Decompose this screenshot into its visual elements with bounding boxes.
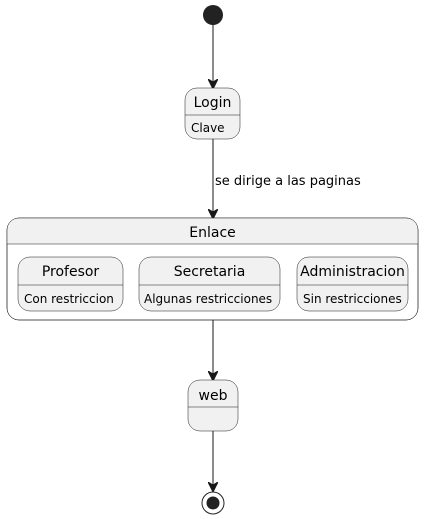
edge-login-to-enlace-label: se dirige a las paginas xyxy=(215,174,361,189)
state-web-title: web xyxy=(199,388,228,404)
state-enlace-title: Enlace xyxy=(189,225,236,241)
substate-profesor-title: Profesor xyxy=(42,264,100,280)
substate-secretaria-description: Algunas restricciones xyxy=(144,292,272,306)
final-state xyxy=(201,491,225,515)
substate-secretaria-title: Secretaria xyxy=(174,264,246,280)
initial-state xyxy=(203,5,223,25)
substate-administracion-description: Sin restricciones xyxy=(303,292,402,306)
substate-secretaria: Secretaria Algunas restricciones xyxy=(138,256,281,312)
substate-profesor-description: Con restriccion xyxy=(24,292,114,306)
state-login: Login Clave xyxy=(184,87,241,140)
state-web: web xyxy=(187,379,239,432)
state-login-title: Login xyxy=(194,95,232,111)
state-login-description: Clave xyxy=(191,121,225,135)
substate-administracion-title: Administracion xyxy=(300,264,405,280)
state-enlace: Enlace Profesor Con restriccion Secretar… xyxy=(6,217,419,321)
substate-administracion: Administracion Sin restricciones xyxy=(296,256,409,312)
substate-profesor: Profesor Con restriccion xyxy=(17,256,124,312)
